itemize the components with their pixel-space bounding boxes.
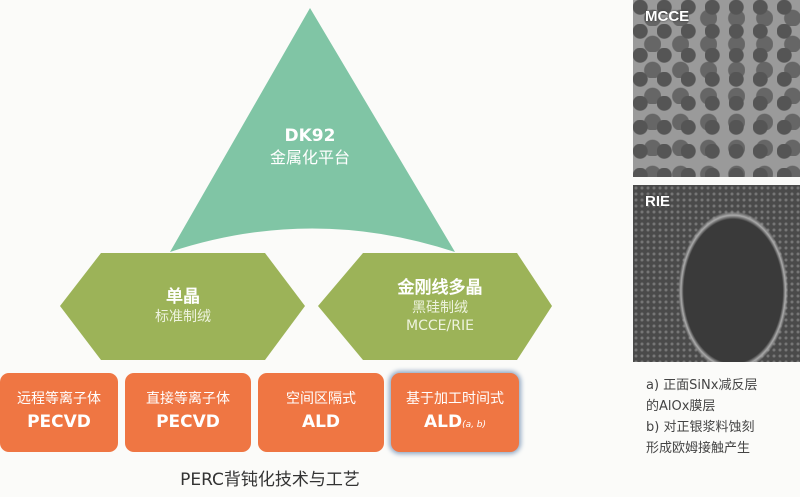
note-line: 形成欧姆接触产生 [646, 441, 751, 456]
box-line1: 基于加工时间式 [406, 391, 504, 407]
platform-triangle [170, 8, 455, 252]
box-line1: 空间区隔式 [286, 391, 356, 407]
process-box-remote-pecvd: 远程等离子体 PECVD [0, 373, 118, 452]
note-line: a) 正面SiNx减反层 [646, 378, 758, 393]
hexagon-mono [60, 253, 305, 360]
image-label: RIE [645, 193, 671, 210]
box-line2: PECVD [156, 412, 220, 432]
hexagon-subtitle: MCCE/RIE [406, 318, 474, 334]
hexagon-multi-label: 金刚线多晶 黑硅制绒 MCCE/RIE [355, 278, 525, 335]
box-line2: ALD [301, 412, 341, 432]
box-line2: PECVD [27, 412, 91, 432]
process-box-spatial-ald: 空间区隔式 ALD [258, 373, 384, 452]
box-reference: (a, b) [462, 420, 487, 430]
hexagon-mono-label: 单晶 标准制绒 [103, 287, 263, 326]
notes: a) 正面SiNx减反层 的AlOx膜层 b) 对正银浆料蚀刻 形成欧姆接触产生 [646, 375, 757, 459]
box-line1: 直接等离子体 [146, 391, 230, 407]
image-label: MCCE [645, 8, 690, 25]
note-line: b) 对正银浆料蚀刻 [646, 420, 755, 435]
hexagon-subtitle: 黑硅制绒 [412, 300, 468, 316]
platform-title: DK92 [284, 126, 336, 146]
hexagon-title: 单晶 [166, 287, 200, 307]
mcce-sem-image: MCCE [633, 0, 800, 177]
note-line: 的AlOx膜层 [646, 399, 716, 414]
rie-sem-image: RIE [633, 185, 800, 362]
box-line1: 远程等离子体 [17, 391, 101, 407]
diagram-caption: PERC背钝化技术与工艺 [180, 470, 360, 490]
platform-subtitle: 金属化平台 [269, 148, 350, 167]
process-box-temporal-ald: 基于加工时间式 ALD(a, b) [391, 373, 519, 452]
hexagon-subtitle: 标准制绒 [155, 309, 211, 325]
hexagon-title: 金刚线多晶 [397, 278, 483, 298]
process-box-direct-pecvd: 直接等离子体 PECVD [125, 373, 251, 452]
box-line2: ALD [423, 412, 463, 432]
diagram-shapes [60, 8, 552, 360]
hexagon-multi [318, 253, 552, 360]
platform-label: DK92 金属化平台 [230, 126, 390, 168]
